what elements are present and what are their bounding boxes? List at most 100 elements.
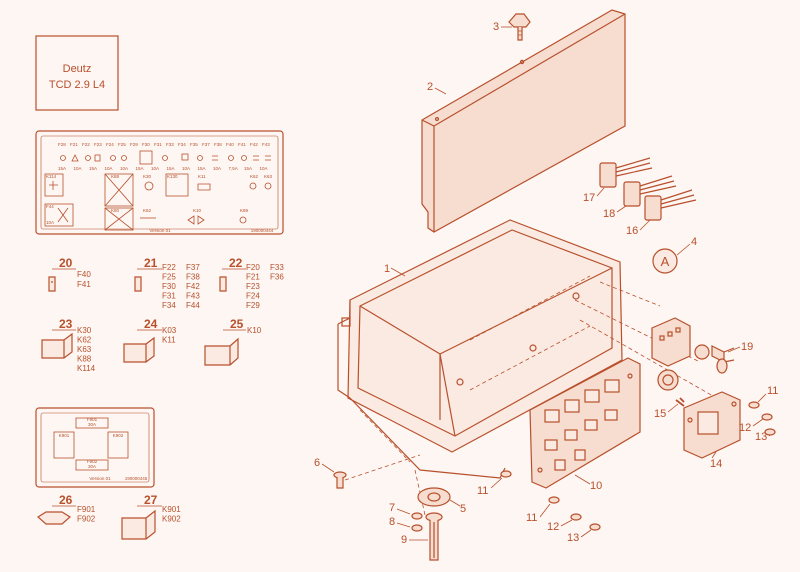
fuse-rating: 10A: [74, 166, 82, 171]
fuse-label-f44: F44: [46, 204, 54, 209]
callout-6: 6: [314, 457, 320, 469]
fuse-label: F43: [262, 142, 270, 147]
callout-17: 17: [583, 192, 595, 204]
callout-1: 1: [384, 263, 390, 275]
engine-model-name: Deutz: [63, 63, 92, 75]
callout-2: 2: [427, 81, 433, 93]
relay-label-k10: K10: [193, 208, 202, 213]
fuse-rating: 10A: [105, 166, 113, 171]
part-4-label-a: A: [652, 248, 678, 274]
relay-label-k63: K63: [264, 174, 273, 179]
legend-code: F31: [162, 292, 176, 301]
washers-nuts: [500, 401, 776, 531]
legend-code: K88: [77, 355, 92, 364]
relay-chart-version: Version 01: [89, 476, 111, 481]
legend-code: F25: [162, 273, 176, 282]
callout-12a: 12: [547, 521, 559, 533]
legend-num-21: 21: [144, 256, 158, 270]
fuse-rating: 10A: [213, 166, 221, 171]
fuse-rating: 7,5A: [229, 166, 238, 171]
legend-code: F30: [162, 282, 176, 291]
legend-code: K63: [77, 345, 92, 354]
relay-chart-f901: F901: [87, 417, 98, 422]
fuse-label: F41: [238, 142, 246, 147]
legend-code: F40: [77, 270, 91, 279]
part-18-connector: [623, 175, 677, 207]
legend-code: F38: [186, 273, 200, 282]
label-a-text: A: [661, 254, 670, 269]
legend-num-26: 26: [59, 493, 73, 507]
legend-code: F29: [246, 301, 260, 310]
legend-num-20: 20: [59, 256, 73, 270]
part-15-bolt: [675, 397, 685, 407]
fuse-label: F23: [94, 142, 102, 147]
legend-num-22: 22: [229, 256, 243, 270]
callout-11c: 11: [767, 385, 778, 397]
legend-code: F37: [186, 263, 200, 272]
fuse-chart-version: Version 01: [149, 228, 171, 233]
fuse-rating: 10A: [120, 166, 128, 171]
legend-num-24: 24: [144, 317, 158, 331]
legend-code: F21: [246, 273, 260, 282]
part-2-cover: [421, 9, 626, 233]
relay-part-icon: [41, 332, 73, 359]
fuse-rating: 15A: [198, 166, 206, 171]
relay-row-1: K114 K88 K30 K130 K11 K62 K63: [44, 173, 273, 207]
callout-5: 5: [460, 503, 466, 515]
legend-code: K11: [162, 336, 176, 345]
legend-code: F36: [270, 273, 284, 282]
callout-labels: 1 2 3 4 5 6 7 8 9 10 11 11 11 12 12 13 1…: [314, 21, 778, 546]
legend-code: F22: [162, 263, 176, 272]
fuse-rating: 10A: [182, 166, 190, 171]
legend-code: K10: [247, 326, 262, 335]
callout-14: 14: [710, 458, 722, 470]
fuse-label: F25: [118, 142, 126, 147]
fuse-rating: 10A: [260, 166, 268, 171]
legend-group-20: 20 F40 F41: [48, 256, 91, 292]
fuse-label: F33: [166, 142, 174, 147]
fuse-part-icon: [134, 276, 142, 292]
relay-chart-f902: F902: [87, 459, 98, 464]
relay-label-k11: K11: [198, 174, 206, 179]
fuse-label: F22: [82, 142, 90, 147]
legend-code: F902: [77, 515, 96, 524]
callout-12b: 12: [739, 422, 751, 434]
callout-13a: 13: [567, 532, 579, 544]
callout-11b: 11: [526, 512, 537, 524]
part-16-connector: [644, 189, 697, 221]
legend-code: K901: [162, 505, 181, 514]
relay-part-icon: [121, 509, 156, 540]
legend-num-25: 25: [230, 317, 244, 331]
fuse-rating: 15A: [58, 166, 66, 171]
callout-10: 10: [590, 480, 602, 492]
relay-part-icon: [204, 337, 239, 366]
callout-9: 9: [401, 534, 407, 546]
fuse-label: F21: [70, 142, 78, 147]
connector-block: [651, 317, 691, 391]
relay-label-k88: K88: [111, 174, 120, 179]
callout-11a: 11: [477, 485, 488, 497]
legend-code: F901: [77, 505, 96, 514]
part-17-connector: [599, 157, 653, 188]
legend-code: F41: [77, 280, 91, 289]
legend-code: F34: [162, 301, 176, 310]
fuse-label: F40: [226, 142, 234, 147]
fuse-label: F29: [130, 142, 138, 147]
relay-chart-rating: 30A: [88, 422, 96, 427]
fuse-rating-f44: 10A: [46, 220, 54, 225]
relay-label-k62b: K62: [143, 208, 152, 213]
part-6-screw: [333, 471, 347, 489]
legend-code: F43: [186, 292, 200, 301]
legend-num-27: 27: [144, 493, 158, 507]
relay-label-k89: K89: [240, 208, 249, 213]
fuse-label: F37: [202, 142, 210, 147]
legend-code: K30: [77, 326, 92, 335]
legend-group-25: 25 K10: [204, 317, 262, 366]
maxi-fuse-icon: [36, 511, 72, 525]
legend-code: F20: [246, 263, 260, 272]
